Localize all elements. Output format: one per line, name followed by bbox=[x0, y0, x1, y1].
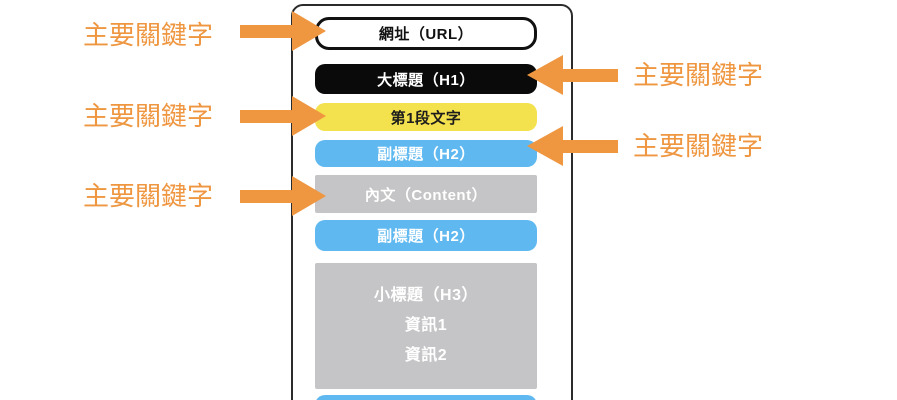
arrow-shaft bbox=[240, 110, 294, 123]
h1-title-block: 大標題（H1） bbox=[315, 64, 537, 94]
h3-section-block: 小標題（H3） 資訊1 資訊2 bbox=[315, 263, 537, 389]
keyword-label-h2: 主要關鍵字 bbox=[633, 131, 764, 161]
keyword-label-content: 主要關鍵字 bbox=[83, 181, 214, 211]
first-paragraph-block: 第1段文字 bbox=[315, 103, 537, 131]
arrow-shaft bbox=[561, 69, 618, 82]
h2-subtitle-block-bottom: 副標題（H2） bbox=[315, 220, 537, 251]
h2-subtitle-block-top: 副標題（H2） bbox=[315, 140, 537, 167]
arrow-head bbox=[527, 55, 563, 95]
arrow-head bbox=[527, 126, 563, 166]
arrow-head bbox=[292, 11, 326, 51]
h3-info1: 資訊1 bbox=[404, 317, 448, 334]
bottom-partial-block bbox=[315, 395, 537, 400]
url-block: 網址（URL） bbox=[315, 17, 537, 50]
h3-title: 小標題（H3） bbox=[374, 287, 478, 304]
arrow-shaft bbox=[240, 25, 294, 38]
keyword-label-h1: 主要關鍵字 bbox=[633, 60, 764, 90]
h3-info2: 資訊2 bbox=[404, 347, 448, 364]
content-block: 內文（Content） bbox=[315, 175, 537, 213]
page-frame: 網址（URL） 大標題（H1） 第1段文字 副標題（H2） 內文（Content… bbox=[291, 4, 573, 400]
keyword-label-url: 主要關鍵字 bbox=[83, 20, 214, 50]
keyword-label-first-paragraph: 主要關鍵字 bbox=[83, 101, 214, 131]
arrow-head bbox=[292, 176, 326, 216]
arrow-shaft bbox=[240, 190, 294, 203]
arrow-head bbox=[292, 96, 326, 136]
arrow-shaft bbox=[561, 140, 618, 153]
